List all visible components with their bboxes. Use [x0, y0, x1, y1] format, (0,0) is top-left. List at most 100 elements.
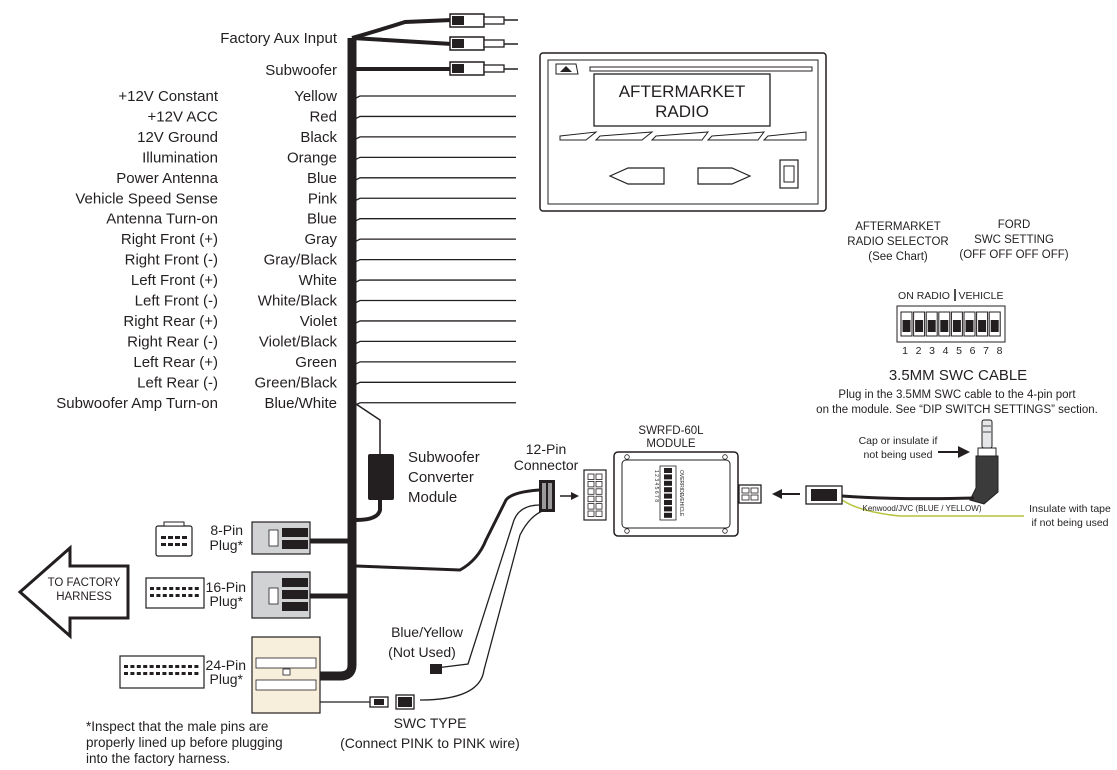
pin-cell — [595, 503, 603, 510]
plug16-line1: 16-Pin — [206, 579, 246, 595]
module-dip-right: VEHICLE — [678, 495, 684, 517]
pin-dot — [175, 594, 180, 597]
wire-color-label: Blue — [307, 170, 337, 187]
pin-dot — [149, 665, 154, 668]
pin-dot — [143, 665, 148, 668]
wire-function-label: 12V Ground — [137, 129, 218, 146]
pin-dot — [169, 594, 174, 597]
pin-dot — [182, 594, 186, 597]
dip-lever — [965, 320, 974, 332]
pin-cell — [595, 480, 603, 488]
dip-number: 8 — [997, 345, 1003, 357]
swc-harness-branch — [355, 488, 540, 572]
pin-dot — [156, 594, 161, 597]
plug8-line1: 8-Pin — [210, 522, 243, 538]
svg-text:FORD: FORD — [998, 219, 1031, 231]
pin-dot — [150, 587, 154, 590]
pin-dot — [143, 672, 148, 675]
module-dip-switch — [664, 506, 672, 512]
pin-dot — [156, 587, 161, 590]
cap-note2: not being used — [864, 449, 933, 461]
blue-yellow-line1: Blue/Yellow — [391, 624, 464, 640]
pin-dot — [181, 672, 186, 675]
wire-function-label: Antenna Turn-on — [106, 211, 218, 228]
plug24-line2: Plug* — [210, 671, 244, 687]
dip-lever — [902, 320, 911, 332]
swc-type-line1: SWC TYPE — [394, 715, 467, 731]
aux-rca-connectors — [351, 13, 518, 51]
to-factory-arrow — [17, 544, 130, 640]
wire-fan — [351, 95, 516, 408]
connector12-line2: Connector — [514, 457, 579, 473]
wire-line — [351, 156, 516, 162]
radio-line1: AFTERMARKET — [619, 82, 746, 101]
wire-color-label: Green/Black — [254, 374, 337, 391]
wire-color-label: Pink — [308, 190, 338, 207]
pin-cell — [595, 488, 603, 495]
dip-number: 5 — [956, 345, 962, 357]
dip-lever — [915, 320, 924, 332]
pin-dot — [161, 536, 166, 539]
aftermarket-radio: AFTERMARKET RADIO — [539, 52, 827, 212]
wire-line — [351, 218, 516, 224]
module-dip-nums: 1 2 3 4 5 6 7 8 — [653, 470, 659, 502]
wire-function-label: Right Rear (-) — [127, 333, 218, 350]
wire-color-label: Green — [295, 354, 337, 371]
12-pin-connector — [539, 469, 607, 521]
plug8-line2: Plug* — [210, 537, 244, 553]
plug16-line2: Plug* — [210, 593, 244, 609]
blue-yellow-cap — [430, 664, 442, 674]
subwoofer-converter-module — [355, 403, 394, 522]
wire-color-label: White/Black — [258, 293, 338, 310]
wire-function-label: Right Front (+) — [121, 231, 218, 248]
pin-dot — [188, 594, 193, 597]
pin-dot — [182, 543, 187, 546]
wire-line — [351, 340, 516, 346]
pin-dot — [194, 594, 199, 597]
dip-number: 3 — [929, 345, 935, 357]
pin-dot — [182, 587, 186, 590]
wire-color-label: White — [299, 272, 337, 289]
24-pin-face — [119, 655, 205, 689]
swc-cable-desc2: on the module. See “DIP SWITCH SETTINGS”… — [816, 404, 1098, 416]
svg-text:(See Chart): (See Chart) — [868, 251, 928, 263]
pin-dot — [130, 665, 135, 668]
module-title2: MODULE — [646, 438, 696, 450]
wire-line — [351, 238, 516, 244]
vehicle-label: VEHICLE — [959, 290, 1004, 302]
left-arrow-button — [608, 167, 665, 185]
wire-line — [351, 299, 516, 306]
kenwood-wire-label: Kenwood/JVC (BLUE / YELLOW) — [862, 504, 981, 513]
pin-cell — [595, 495, 603, 503]
module-dip-switch — [664, 474, 672, 480]
wire-function-label: Left Front (+) — [131, 272, 218, 289]
dip-lever — [952, 320, 961, 332]
svg-text:RADIO SELECTOR: RADIO SELECTOR — [847, 236, 948, 248]
pin-dot — [136, 665, 141, 668]
sub-conv-line3: Module — [408, 489, 457, 506]
wire-function-label: +12V Constant — [118, 88, 218, 105]
module-dip-switch — [664, 480, 672, 486]
subwoofer-label: Subwoofer — [265, 62, 337, 79]
pin-dot — [156, 665, 160, 668]
8-pin-plug — [251, 521, 352, 555]
wire-color-label: Blue — [307, 211, 337, 228]
wire-function-label: Right Front (-) — [125, 252, 218, 269]
pin-dot — [156, 672, 160, 675]
pin-dot — [161, 543, 166, 546]
sub-conv-line1: Subwoofer — [408, 449, 480, 466]
pin-dot — [181, 665, 186, 668]
24-pin-plug — [251, 636, 321, 714]
wire-line — [351, 320, 516, 326]
pin-dot — [182, 536, 187, 539]
dip-number: 6 — [970, 345, 976, 357]
wire-function-label: Left Front (-) — [135, 293, 218, 310]
16-pin-plug — [251, 571, 352, 619]
dip-number: 4 — [943, 345, 949, 357]
wire-line — [351, 279, 516, 285]
swc-type-line2: (Connect PINK to PINK wire) — [340, 735, 520, 751]
wire-function-label: Subwoofer Amp Turn-on — [56, 395, 218, 412]
pin-dot — [162, 587, 167, 590]
module-title1: SWRFD-60L — [638, 425, 704, 437]
wire-line — [351, 136, 516, 142]
